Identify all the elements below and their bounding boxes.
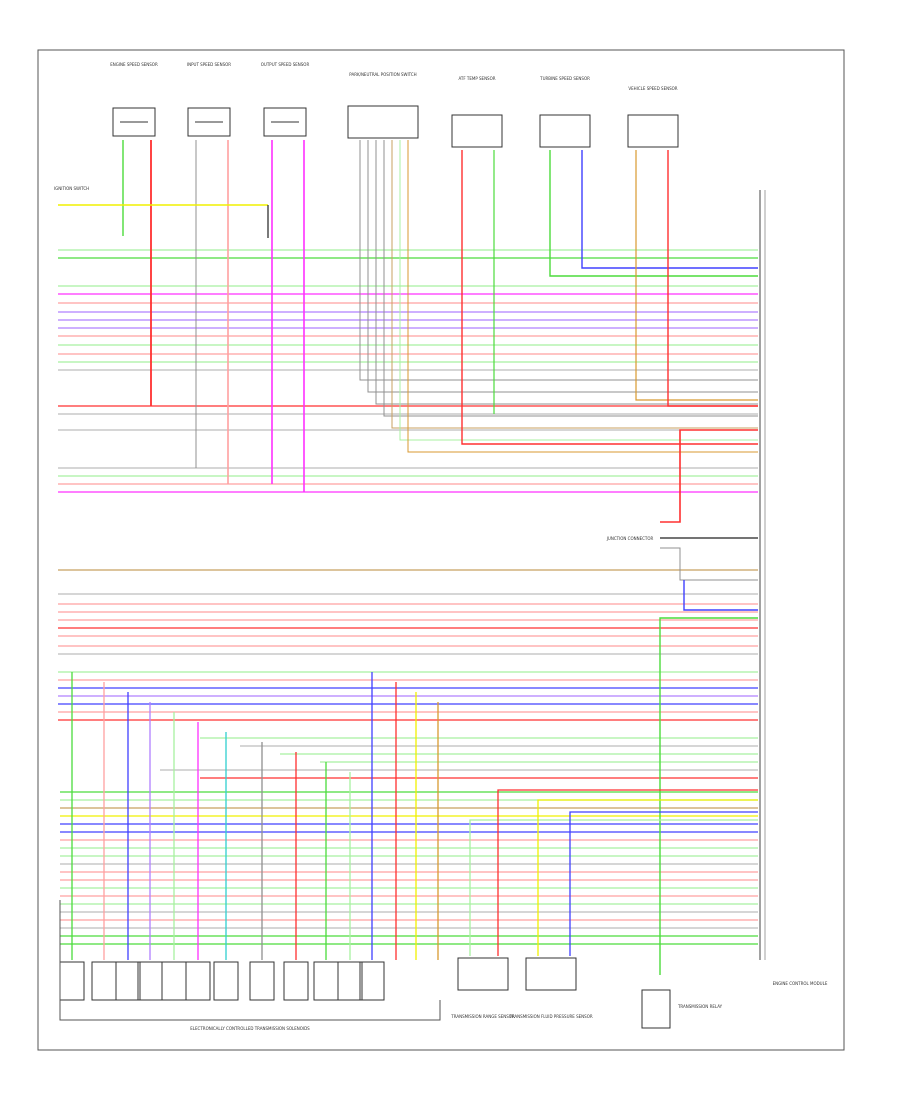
connector-lead-6 bbox=[407, 140, 758, 453]
sensor7-lead-a bbox=[635, 150, 758, 401]
transmission-pressure-sensor: TRANSMISSION FLUID PRESSURE SENSOR bbox=[508, 957, 593, 1019]
diagram-frame bbox=[37, 49, 845, 1051]
connector-lead-2 bbox=[375, 140, 758, 405]
sensor-1-label: ENGINE SPEED SENSOR bbox=[110, 62, 158, 67]
connector-4: PARK/NEUTRAL POSITION SWITCH bbox=[347, 72, 419, 139]
sensor-5: ATF TEMP SENSOR bbox=[451, 76, 503, 148]
sensor6-lead-b bbox=[581, 150, 758, 269]
junction-gray bbox=[660, 547, 758, 581]
connector-lead-1 bbox=[367, 140, 758, 393]
sensor-1: ENGINE SPEED SENSOR bbox=[110, 62, 158, 137]
sensor-2-label: INPUT SPEED SENSOR bbox=[187, 62, 231, 67]
solenoid-4 bbox=[137, 961, 163, 1001]
transmission-relay: TRANSMISSION RELAY bbox=[641, 989, 723, 1029]
solenoid-3 bbox=[115, 961, 141, 1001]
sensor-2: INPUT SPEED SENSOR bbox=[187, 62, 231, 137]
sensor-7: VEHICLE SPEED SENSOR bbox=[627, 86, 679, 148]
relay-label: TRANSMISSION RELAY bbox=[677, 1004, 723, 1009]
ecm-connector: ENGINE CONTROL MODULE bbox=[759, 190, 828, 986]
tx-sensor1-lead-a bbox=[469, 819, 758, 956]
transmission-range-sensor: TRANSMISSION RANGE SENSOR bbox=[450, 957, 515, 1019]
solenoid-group bbox=[59, 900, 441, 1021]
solenoid-12 bbox=[359, 961, 385, 1001]
sensor6-lead-a bbox=[549, 150, 758, 277]
ignition-label: IGNITION SWITCH bbox=[54, 186, 89, 191]
sensor-5-label: ATF TEMP SENSOR bbox=[458, 76, 495, 81]
solenoid-9 bbox=[283, 961, 309, 1001]
wire-group bbox=[58, 140, 758, 975]
tx-sensor2-lead-a bbox=[537, 799, 758, 956]
connector-lead-5 bbox=[399, 140, 758, 441]
sensor-7-label: VEHICLE SPEED SENSOR bbox=[628, 86, 677, 91]
junction-red bbox=[660, 429, 758, 523]
connector-lead-3 bbox=[383, 140, 758, 417]
solenoid-1 bbox=[59, 961, 85, 1001]
solenoid-10 bbox=[313, 961, 339, 1001]
sensor-3-label: OUTPUT SPEED SENSOR bbox=[261, 62, 310, 67]
junction-blue bbox=[683, 580, 758, 611]
solenoid-5 bbox=[161, 961, 187, 1001]
connector-lead-4 bbox=[391, 140, 758, 429]
sensor5-lead-a bbox=[461, 150, 758, 445]
junction-connector: JUNCTION CONNECTOR bbox=[606, 536, 654, 541]
footer-label: ELECTRONICALLY CONTROLLED TRANSMISSION S… bbox=[190, 1026, 310, 1031]
connector-4-label: PARK/NEUTRAL POSITION SWITCH bbox=[349, 72, 416, 77]
sensor-6-label: TURBINE SPEED SENSOR bbox=[539, 76, 590, 81]
ecm-label: ENGINE CONTROL MODULE bbox=[773, 981, 828, 986]
solenoid-ground bbox=[59, 900, 441, 1021]
sensor7-lead-b bbox=[667, 150, 758, 407]
relay-lead bbox=[659, 617, 758, 975]
sensor-3: OUTPUT SPEED SENSOR bbox=[261, 62, 310, 137]
solenoid-6 bbox=[185, 961, 211, 1001]
solenoid-8 bbox=[249, 961, 275, 1001]
solenoid-7 bbox=[213, 961, 239, 1001]
sensor-6: TURBINE SPEED SENSOR bbox=[539, 76, 591, 148]
tx-sensor-2-label: TRANSMISSION FLUID PRESSURE SENSOR bbox=[508, 1014, 592, 1019]
tx-sensor-1-label: TRANSMISSION RANGE SENSOR bbox=[450, 1014, 515, 1019]
tx-sensor2-lead-b bbox=[569, 811, 758, 956]
solenoid-2 bbox=[91, 961, 117, 1001]
solenoid-11 bbox=[337, 961, 363, 1001]
tx-sensor1-lead-b bbox=[497, 789, 758, 956]
junction-label: JUNCTION CONNECTOR bbox=[606, 536, 654, 541]
connector-lead-0 bbox=[359, 140, 758, 381]
